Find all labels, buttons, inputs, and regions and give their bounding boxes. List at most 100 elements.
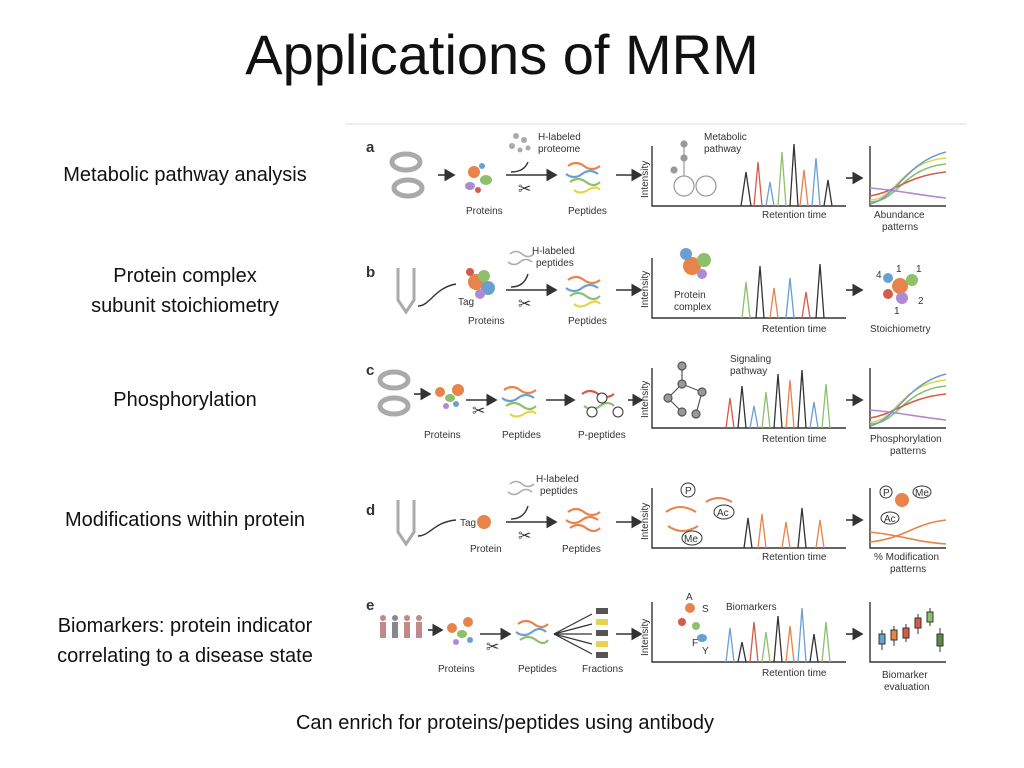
modification-patterns-plot: P Me Ac % Modification patterns xyxy=(869,485,947,575)
metabolic-pathway-network-icon xyxy=(670,140,717,197)
panel-c: c Proteins ✂ Peptides P-peptide xyxy=(366,354,947,457)
protein-complex-icon xyxy=(466,268,495,299)
biomarker-boxplot: Biomarker evaluation xyxy=(869,602,946,693)
h-labeled-peptides-icon xyxy=(507,250,535,266)
label-retention-time: Retention time xyxy=(762,434,827,445)
label-pathway: pathway xyxy=(704,144,741,155)
tag-line xyxy=(417,519,457,537)
label-patterns: patterns xyxy=(890,564,926,575)
label-intensity: Intensity xyxy=(640,161,651,198)
badge-ac-result: Ac xyxy=(884,514,896,525)
proteins-icon xyxy=(447,617,473,645)
stoich-1c: 1 xyxy=(894,306,900,317)
scissors-icon: ✂ xyxy=(518,528,531,545)
phosphorylation-patterns-plot: Phosphorylation patterns xyxy=(869,368,947,457)
label-peptides: Peptides xyxy=(568,316,607,327)
me-badge xyxy=(681,530,703,546)
protein-icon xyxy=(477,515,491,529)
row-label-modifications: Modifications within protein xyxy=(64,509,306,531)
chromatogram-e: Intensity Retention time A S F Y Biomark… xyxy=(640,592,846,679)
cell-ring-icon xyxy=(391,177,425,199)
label-h-labeled: H-labeled xyxy=(536,474,579,485)
cell-ring-icon xyxy=(389,151,423,173)
chromatogram-a: Intensity Retention time Metabolic pathw… xyxy=(640,132,846,221)
fractionation-lines xyxy=(553,613,593,655)
scissors-icon: ✂ xyxy=(472,403,485,420)
badge-p-result: P xyxy=(883,488,890,499)
label-retention-time: Retention time xyxy=(762,552,827,563)
label-peptides-h: peptides xyxy=(536,258,574,269)
chromatogram-peaks-c xyxy=(725,369,831,429)
chromatogram-b: Intensity Retention time Protein complex xyxy=(640,248,846,335)
chromatogram-peaks-a xyxy=(740,143,833,207)
peptides-icon xyxy=(501,385,537,418)
chromatogram-peaks-e xyxy=(725,607,831,663)
h-labeled-peptides-icon xyxy=(507,480,535,496)
proteins-icon xyxy=(435,384,464,409)
tube-icon xyxy=(396,500,416,547)
chromatogram-peaks-b xyxy=(741,263,825,319)
badge-me-result: Me xyxy=(915,488,929,499)
cell-ring-icon xyxy=(377,369,411,391)
label-biomarker: Biomarker xyxy=(882,670,928,681)
label-proteins: Proteins xyxy=(466,206,503,217)
row-label-complex-line2: subunit stoichiometry xyxy=(91,295,279,317)
fractions-icon xyxy=(596,608,608,658)
label-patterns: patterns xyxy=(882,222,918,233)
footer-note: Can enrich for proteins/peptides using a… xyxy=(295,712,715,734)
people-icon xyxy=(380,615,422,638)
label-retention-time: Retention time xyxy=(762,324,827,335)
abundance-patterns-plot: Abundance patterns xyxy=(869,146,947,233)
label-f: F xyxy=(692,638,698,649)
label-biomarkers: Biomarkers xyxy=(726,602,777,613)
label-complex: complex xyxy=(674,302,711,313)
stoich-1a: 1 xyxy=(896,264,902,275)
label-retention-time: Retention time xyxy=(762,210,827,221)
chromatogram-c: Intensity Retention time Signaling pathw… xyxy=(640,354,846,445)
stoichiometry-icon: 4 1 1 2 1 Stoichiometry xyxy=(870,264,931,335)
mrm-workflow-figure: a Proteins H-labeled proteome ✂ xyxy=(346,123,966,693)
row-label-biomarkers-line2: correlating to a disease state xyxy=(57,645,313,667)
page-title: Applications of MRM xyxy=(245,23,759,86)
label-metabolic: Metabolic xyxy=(704,132,747,143)
label-peptides: Peptides xyxy=(568,206,607,217)
label-proteins: Proteins xyxy=(424,430,461,441)
scissors-icon: ✂ xyxy=(518,181,531,198)
label-stoichiometry: Stoichiometry xyxy=(870,324,931,335)
label-retention-time: Retention time xyxy=(762,668,827,679)
label-s: S xyxy=(702,604,709,615)
scissors-icon: ✂ xyxy=(518,296,531,313)
p-badge xyxy=(680,482,696,498)
label-proteins: Proteins xyxy=(468,316,505,327)
signaling-pathway-icon xyxy=(663,361,707,419)
label-peptides: Peptides xyxy=(502,430,541,441)
tube-icon xyxy=(396,268,416,315)
row-label-complex: Protein complex subunit stoichiometry xyxy=(20,261,350,321)
label-evaluation: evaluation xyxy=(884,682,930,693)
peptides-icon xyxy=(565,275,601,308)
row-label-phosphorylation: Phosphorylation xyxy=(113,389,257,411)
p-peptides-icon xyxy=(581,389,624,418)
label-fractions: Fractions xyxy=(582,664,623,675)
panel-letter-a: a xyxy=(366,139,375,156)
label-tag: Tag xyxy=(458,297,474,308)
label-signaling: Signaling xyxy=(730,354,771,365)
ac-badge xyxy=(713,504,735,520)
row-label-biomarkers: Biomarkers: protein indicator correlatin… xyxy=(20,611,350,671)
label-intensity: Intensity xyxy=(640,619,651,656)
stoich-2: 2 xyxy=(918,296,924,307)
panel-d: d Tag Protein H-labeled peptides ✂ Pepti… xyxy=(366,474,947,575)
label-peptides: Peptides xyxy=(562,544,601,555)
panel-letter-d: d xyxy=(366,502,375,519)
label-intensity: Intensity xyxy=(640,503,651,540)
label-proteome: proteome xyxy=(538,144,581,155)
row-label-metabolic: Metabolic pathway analysis xyxy=(63,164,307,186)
tag-line xyxy=(417,283,457,307)
label-peptides: Peptides xyxy=(518,664,557,675)
label-pathway: pathway xyxy=(730,366,767,377)
panel-a: a Proteins H-labeled proteome ✂ xyxy=(366,132,947,233)
label-tag: Tag xyxy=(460,518,476,529)
row-label-complex-line1: Protein complex xyxy=(113,265,257,287)
label-proteins: Proteins xyxy=(438,664,475,675)
panel-b: b Tag Proteins H-labeled peptides ✂ Pept… xyxy=(366,246,931,335)
